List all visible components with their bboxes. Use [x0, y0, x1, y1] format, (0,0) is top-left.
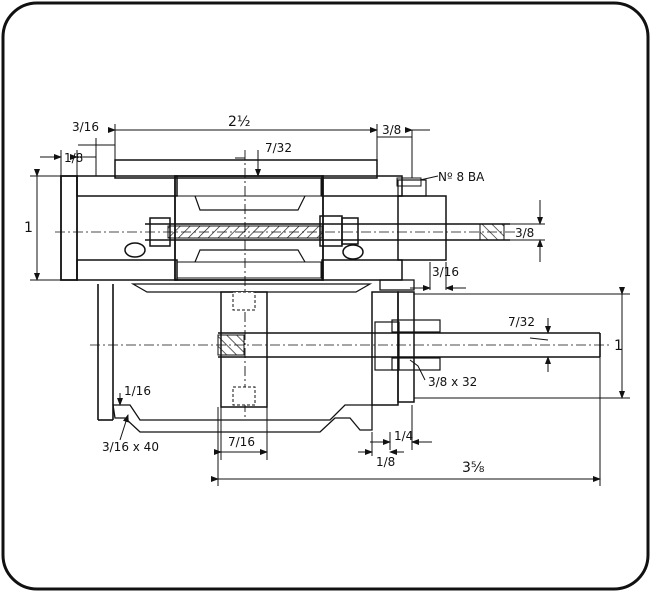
dim-rod-diameter-right: 3/8 — [515, 226, 534, 240]
dim-left-height: 1 — [24, 220, 33, 236]
dim-screw-spec: Nº 8 BA — [438, 170, 485, 184]
dim-overall-length: 3⅝ — [462, 460, 485, 476]
dim-shaft-height: 1 — [614, 338, 623, 354]
dim-top-right-flange: 3/8 — [382, 123, 401, 137]
upper-assembly — [55, 150, 520, 420]
dim-top-center-bore: 7/32 — [265, 141, 292, 155]
dim-top-left-flange: 3/16 — [72, 120, 99, 134]
dim-top-left-offset: 1/8 — [64, 151, 83, 165]
dim-lower-thread: 3/16 x 40 — [102, 440, 159, 454]
dim-lower-right-a: 1/4 — [394, 429, 413, 443]
dim-right-step: 3/16 — [432, 265, 459, 279]
dim-hub-width: 7/16 — [228, 435, 255, 449]
dim-lower-small: 1/16 — [124, 384, 151, 398]
dim-top-width: 2½ — [228, 114, 250, 130]
dim-thread-spec: 3/8 x 32 — [428, 375, 477, 389]
dim-lower-right-b: 1/8 — [376, 455, 395, 469]
lower-assembly — [90, 279, 610, 433]
dim-shaft-diameter: 7/32 — [508, 315, 535, 329]
dimension-lines — [30, 124, 630, 486]
